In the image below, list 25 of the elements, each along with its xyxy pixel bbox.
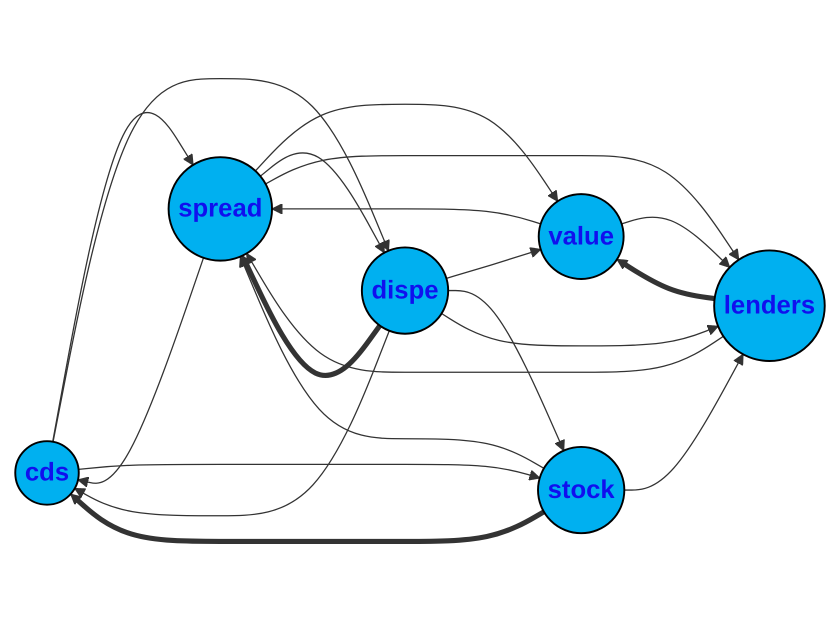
arrow xyxy=(77,257,204,488)
arrow xyxy=(441,312,719,346)
arrow xyxy=(265,154,740,260)
arrow xyxy=(260,152,385,253)
arrow xyxy=(621,216,730,268)
arrow xyxy=(272,202,541,224)
node-circle: spread xyxy=(168,156,273,262)
arrow xyxy=(52,77,390,442)
arrow xyxy=(242,254,382,378)
arrow xyxy=(78,463,540,480)
arrow xyxy=(246,252,724,372)
node-circle: cds xyxy=(14,440,80,506)
node-circle: value xyxy=(538,192,625,280)
arrow xyxy=(70,493,546,544)
node-circle: lenders xyxy=(713,248,826,362)
node-circle: stock xyxy=(537,445,626,534)
node-circle: dispe xyxy=(360,246,450,334)
arrow xyxy=(52,112,194,442)
arrow xyxy=(616,258,715,301)
arrow xyxy=(74,330,390,516)
arrow xyxy=(448,289,565,451)
arrow xyxy=(624,353,744,490)
arrow xyxy=(446,246,542,278)
arrow xyxy=(254,103,558,202)
arrow xyxy=(239,256,544,468)
